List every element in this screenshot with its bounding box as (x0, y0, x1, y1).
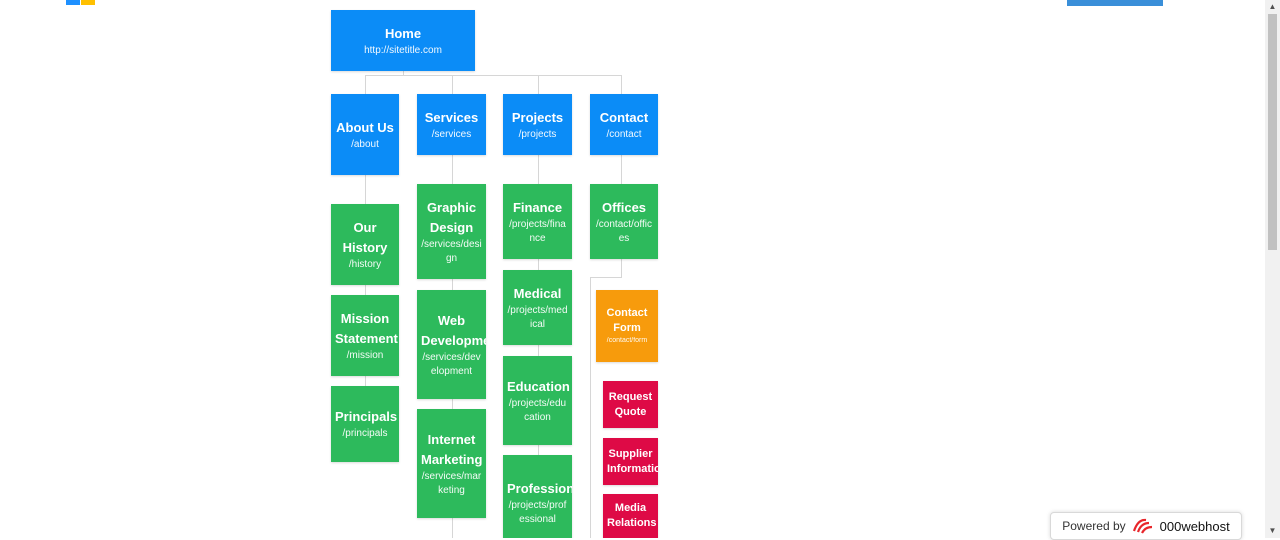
connector-line (537, 75, 539, 94)
node-title: Request Quote (608, 390, 653, 418)
node-education[interactable]: Education/projects/education (503, 356, 572, 445)
node-title: About Us (336, 119, 394, 135)
powered-by-badge[interactable]: Powered by 000webhost (1050, 512, 1242, 540)
node-our-history[interactable]: Our History/history (331, 204, 399, 285)
node-title: Medical (513, 285, 562, 301)
node-url: /history (348, 258, 382, 270)
webhost-logo-icon (1132, 518, 1152, 534)
node-url: /projects/education (508, 397, 567, 423)
connector-line (590, 277, 622, 278)
node-graphic-design[interactable]: Graphic Design/services/design (417, 184, 486, 279)
node-title: Home (384, 25, 422, 41)
node-url: /mission (346, 349, 384, 361)
node-url: /services/development (422, 351, 481, 377)
logo-yellow-square (81, 0, 95, 5)
vertical-scrollbar[interactable]: ▲ ▼ (1265, 0, 1280, 538)
node-url: /principals (342, 428, 388, 439)
node-home[interactable]: Home http://sitetitle.com (331, 10, 475, 71)
webhost-brand: 000webhost (1159, 518, 1230, 534)
node-title: Professional (507, 480, 572, 496)
node-title: Contact (599, 109, 649, 125)
node-url: /contact/form (606, 337, 648, 344)
node-projects[interactable]: Projects/projects (503, 94, 572, 155)
powered-by-label: Powered by (1062, 519, 1126, 533)
connector-line (365, 75, 622, 76)
scroll-up-icon[interactable]: ▲ (1268, 2, 1277, 11)
node-url: /contact/offices (596, 218, 652, 244)
scrollbar-thumb[interactable] (1268, 14, 1277, 250)
connector-line (621, 259, 622, 277)
connector-line (537, 155, 539, 538)
node-url: http://sitetitle.com (364, 44, 442, 56)
node-url: /services (431, 128, 472, 140)
app-logo (66, 0, 95, 5)
node-about-us[interactable]: About Us/about (331, 94, 399, 175)
node-title: Web Development (421, 312, 486, 348)
node-title: Services (424, 109, 479, 125)
node-finance[interactable]: Finance/projects/finance (503, 184, 572, 259)
node-url: /services/marketing (421, 470, 482, 496)
node-title: Principals (335, 409, 398, 424)
node-title: Offices (601, 199, 647, 215)
top-action-button[interactable] (1067, 0, 1163, 6)
node-url: /projects/medical (507, 304, 568, 330)
node-url: /contact (606, 128, 642, 140)
node-media-relations[interactable]: Media Relations (603, 494, 658, 538)
logo-blue-square (66, 0, 80, 5)
node-url: /projects/professional (508, 499, 567, 525)
node-medical[interactable]: Medical/projects/medical (503, 270, 572, 345)
node-title: Contact Form (606, 307, 648, 334)
node-professional[interactable]: Professional/projects/professional (503, 455, 572, 538)
node-contact-form[interactable]: Contact Form/contact/form (596, 290, 658, 362)
node-title: Finance (512, 199, 563, 215)
node-title: Media Relations (607, 502, 657, 529)
node-url: /projects (518, 128, 557, 140)
node-url: /about (351, 138, 379, 150)
node-principals[interactable]: Principals/principals (331, 386, 399, 462)
connector-line (590, 277, 591, 538)
node-url: /services/design (421, 238, 482, 264)
node-contact[interactable]: Contact/contact (590, 94, 658, 155)
node-title: Education (507, 378, 570, 394)
node-title: Our History (342, 219, 388, 255)
node-web-development[interactable]: Web Development/services/development (417, 290, 486, 399)
connector-line (451, 75, 453, 94)
node-supplier-information[interactable]: Supplier Information (603, 438, 658, 485)
node-url: /projects/finance (509, 218, 566, 244)
node-title: Mission Statement (335, 310, 398, 346)
node-title: Supplier Information (607, 447, 658, 475)
node-internet-marketing[interactable]: Internet Marketing/services/marketing (417, 409, 486, 518)
scroll-down-icon[interactable]: ▼ (1268, 526, 1277, 535)
node-title: Projects (511, 109, 564, 125)
node-request-quote[interactable]: Request Quote (603, 381, 658, 428)
node-mission-statement[interactable]: Mission Statement/mission (331, 295, 399, 376)
node-offices[interactable]: Offices/contact/offices (590, 184, 658, 259)
node-services[interactable]: Services/services (417, 94, 486, 155)
connector-line (621, 75, 622, 94)
connector-line (403, 71, 404, 75)
node-title: Internet Marketing (421, 431, 483, 467)
node-title: Graphic Design (426, 199, 477, 235)
connector-line (365, 75, 366, 94)
